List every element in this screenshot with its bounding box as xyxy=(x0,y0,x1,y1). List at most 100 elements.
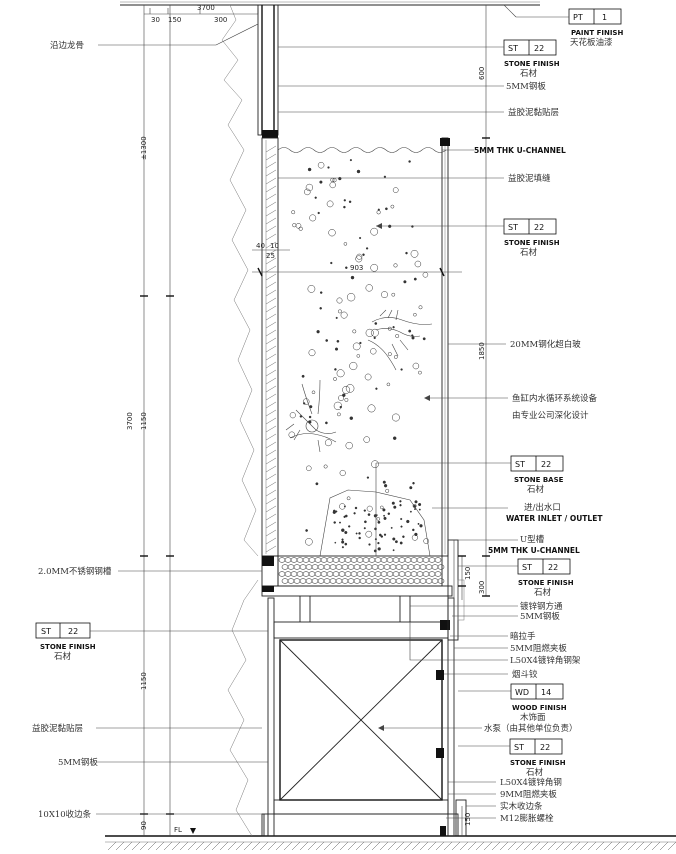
dim-25: 25 xyxy=(266,252,275,260)
left-wall-outline xyxy=(221,4,259,837)
svg-text:石材: 石材 xyxy=(527,484,545,495)
dim-300-top: 300 xyxy=(214,16,227,24)
hinge-lower xyxy=(436,748,444,758)
label-u-channel-bottom: 5MM THK U-CHANNEL xyxy=(488,546,580,555)
tag-stone-base: ST 22 STONE BASE 石材 xyxy=(375,455,564,556)
cabinet-door-panel xyxy=(279,620,450,801)
tag-stone-finish-1: ST 22 STONE FINISH 石材 xyxy=(278,39,560,79)
svg-text:天花板油漆: 天花板油漆 xyxy=(570,37,613,48)
label-steel-plate-mid: 5MM钢板 xyxy=(520,611,560,622)
label-steel-plate-top: 5MM钢板 xyxy=(506,81,546,92)
water-surface xyxy=(277,147,447,153)
dim-10: 10 xyxy=(270,242,279,250)
tag-paint-finish: PT 1 PAINT FINISH 天花板油漆 xyxy=(503,4,623,48)
svg-text:22: 22 xyxy=(534,223,544,232)
dim-30: 30 xyxy=(151,16,160,24)
ceiling xyxy=(120,1,540,6)
label-u-groove: U型槽 xyxy=(520,534,545,545)
dim-3700-top: 3700 xyxy=(197,4,215,12)
floor-level-label: FL xyxy=(174,826,182,834)
svg-text:ST: ST xyxy=(508,223,518,232)
svg-text:22: 22 xyxy=(540,743,550,752)
dim-300-right: 300 xyxy=(478,581,486,594)
label-hidden-handle: 暗拉手 xyxy=(510,631,536,642)
dim-150: 150 xyxy=(168,16,181,24)
floor-level-marker xyxy=(190,828,196,834)
hinge-upper xyxy=(436,670,444,680)
label-steel-plate-left: 5MM钢板 xyxy=(58,757,98,768)
label-ss-groove: 2.0MM不锈钢钢槽 xyxy=(38,566,112,577)
label-hinge: 烟斗铰 xyxy=(512,669,538,680)
svg-text:石材: 石材 xyxy=(54,651,72,662)
svg-text:22: 22 xyxy=(541,460,551,469)
svg-text:ST: ST xyxy=(522,563,532,572)
svg-text:石材: 石材 xyxy=(526,767,544,778)
svg-text:WD: WD xyxy=(515,688,529,697)
label-fireproof-board-9mm: 9MM阻燃夹板 xyxy=(500,789,557,800)
label-tempered-glass: 20MM钢化超白玻 xyxy=(510,339,581,350)
left-steel-groove xyxy=(262,556,274,592)
dim-1300: ±1300 xyxy=(140,136,148,160)
aquarium-tank xyxy=(261,137,450,587)
rock xyxy=(319,489,431,557)
label-angle-frame: L50X4镀锌角钢架 xyxy=(510,655,581,666)
right-tags: PT 1 PAINT FINISH 天花板油漆 ST 22 STONE FINI… xyxy=(278,4,623,778)
dim-1150-low: 1150 xyxy=(140,672,148,690)
svg-text:22: 22 xyxy=(68,627,78,636)
svg-text:STONE FINISH: STONE FINISH xyxy=(40,643,96,651)
upper-wall-column xyxy=(257,4,279,138)
label-inlet-cn: 进/出水口 xyxy=(524,502,561,513)
label-adhesive-layer-left: 益胶泥黏贴层 xyxy=(32,723,83,734)
svg-text:22: 22 xyxy=(548,563,558,572)
left-tag-stone-finish: ST 22 STONE FINISH 石材 xyxy=(35,622,268,662)
label-circulation-design: 由专业公司深化设计 xyxy=(512,410,589,421)
hidden-pull-handle xyxy=(440,620,450,630)
dim-3700: 3700 xyxy=(126,412,134,430)
label-u-channel-top: 5MM THK U-CHANNEL xyxy=(474,146,566,155)
label-steel-tube: 镀锌钢方通 xyxy=(520,601,563,612)
svg-text:STONE FINISH: STONE FINISH xyxy=(510,759,566,767)
crab-illustration xyxy=(285,379,337,453)
air-bubbles xyxy=(288,159,430,546)
tag-stone-finish-4: ST 22 STONE FINISH 石材 xyxy=(458,738,566,778)
svg-text:STONE FINISH: STONE FINISH xyxy=(504,60,560,68)
svg-text:STONE BASE: STONE BASE xyxy=(514,476,564,484)
dim-90: 90 xyxy=(140,821,148,830)
floor-slab xyxy=(105,835,676,851)
label-inlet-en: WATER INLET / OUTLET xyxy=(506,514,603,523)
svg-text:22: 22 xyxy=(534,44,544,53)
label-adhesive-layer-top: 益胶泥黏贴层 xyxy=(508,107,559,118)
tank-width-dimension: 40 10 25 903 xyxy=(252,242,462,277)
svg-text:ST: ST xyxy=(515,460,525,469)
tag-stone-finish-2: ST 22 STONE FINISH 石材 xyxy=(376,218,560,258)
svg-text:PAINT FINISH: PAINT FINISH xyxy=(571,29,623,37)
left-dimensions: 3700 30 150 300 ±1300 3700 1150 1150 90 … xyxy=(126,4,259,836)
tag-wood-finish: WD 14 WOOD FINISH 木饰面 xyxy=(458,683,567,723)
svg-text:PT: PT xyxy=(573,13,583,22)
dim-150-right: 150 xyxy=(464,567,472,580)
dim-40: 40 xyxy=(256,242,265,250)
cabinet-frame xyxy=(261,555,459,837)
svg-text:石材: 石材 xyxy=(534,587,552,598)
label-wood-strip: 实木收边条 xyxy=(500,801,543,812)
svg-text:ST: ST xyxy=(508,44,518,53)
label-edge-keel: 沿边龙骨 xyxy=(50,40,84,51)
right-annotations: 5MM钢板 益胶泥黏贴层 5MM THK U-CHANNEL 益胶泥填缝 20M… xyxy=(278,81,603,824)
svg-text:ST: ST xyxy=(41,627,51,636)
svg-text:石材: 石材 xyxy=(520,68,538,79)
svg-text:木饰面: 木饰面 xyxy=(520,712,546,723)
dim-600: 600 xyxy=(478,67,486,80)
dim-1150-mid: 1150 xyxy=(140,412,148,430)
label-grout: 益胶泥填缝 xyxy=(508,173,551,184)
right-dimensions: 600 1850 150 300 150 xyxy=(458,5,490,836)
tag-stone-finish-3: ST 22 STONE FINISH 石材 xyxy=(458,558,574,598)
svg-text:STONE FINISH: STONE FINISH xyxy=(504,239,560,247)
svg-text:ST: ST xyxy=(514,743,524,752)
label-edge-strip: 10X10收边条 xyxy=(38,809,92,820)
svg-text:1: 1 xyxy=(602,13,607,22)
label-water-pump: 水泵（由其他单位负责） xyxy=(484,723,578,734)
dim-903: 903 xyxy=(350,264,363,272)
dim-150-bottom: 150 xyxy=(464,813,472,826)
shrimp-illustration xyxy=(367,309,433,371)
